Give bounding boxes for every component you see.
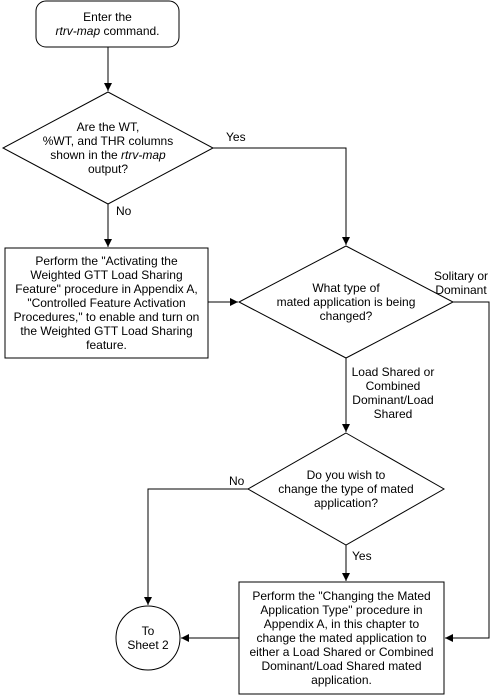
d3-line-3: application? — [313, 496, 379, 510]
p2-line-1: Perform the "Changing the Mated — [252, 589, 431, 603]
process-change-mated-application — [238, 581, 445, 695]
p2-line-7: application. — [311, 673, 372, 687]
d3-line-1: Do you wish to — [306, 468, 386, 482]
d1-pre: shown in the — [50, 148, 122, 162]
p1-line-4: "Controlled Feature Activation — [27, 296, 186, 310]
connector-label: To Sheet 2 — [116, 624, 180, 652]
offpage-connector-sheet-2 — [115, 605, 181, 671]
edge-label-d2-solitary: Solitary or Dominant — [434, 269, 488, 297]
d2-label: What type of mated application is being … — [266, 281, 426, 323]
p1-line-1: Perform the "Activating the — [35, 254, 178, 268]
d2-line-3: changed? — [319, 309, 373, 323]
edge-d1-yes — [213, 147, 350, 245]
p1-line-2: Weighted GTT Load Sharing — [30, 268, 183, 282]
connector-line-1: To — [141, 624, 155, 638]
d1-line-2: %WT, and THR columns — [42, 134, 174, 148]
d3-label: Do you wish to change the type of mated … — [271, 468, 421, 510]
p2-line-3: Appendix A, in this chapter to — [263, 617, 420, 631]
edge-label-d3-yes: Yes — [352, 549, 372, 563]
edge-label-d2-load-shared-4: Shared — [373, 407, 413, 421]
d1-command: rtrv-map — [121, 148, 166, 162]
start-line-2: rtrv-map command. — [36, 24, 179, 38]
edge-d2-solitary — [445, 301, 490, 642]
start-command: rtrv-map — [55, 24, 101, 38]
d1-line-1: Are the WT, — [76, 120, 140, 134]
p2-line-4: change the mated application to — [256, 631, 427, 645]
edge-label-d2-solitary-2: Dominant — [435, 283, 487, 297]
p2-line-5: either a Load Shared or Combined — [249, 645, 434, 659]
edge-label-d3-no: No — [229, 474, 245, 488]
edge-label-d1-yes: Yes — [226, 130, 246, 144]
edge-label-d2-solitary-1: Solitary or — [434, 269, 489, 283]
p1-line-7: feature. — [86, 338, 127, 352]
p2-line-2: Application Type" procedure in — [260, 603, 423, 617]
d1-label: Are the WT, %WT, and THR columns shown i… — [28, 120, 188, 176]
start-tail: command. — [100, 24, 160, 38]
p2-line-6: Dominant/Load Shared mated — [261, 659, 422, 673]
p1-line-5: Procedures," to enable and turn on — [13, 310, 200, 324]
connector-line-2: Sheet 2 — [127, 638, 169, 652]
start-line-1: Enter the — [83, 10, 132, 24]
p1-line-3: Feature" procedure in Appendix A, — [15, 282, 198, 296]
d1-line-4: output? — [87, 162, 129, 176]
edge-label-d2-load-shared-1: Load Shared or — [351, 365, 435, 379]
d2-line-1: What type of — [312, 281, 380, 295]
process-activate-weighted-gtt — [4, 247, 209, 359]
d3-line-2: change the type of mated — [278, 482, 414, 496]
edge-label-d2-load-shared-3: Dominant/Load — [352, 393, 434, 407]
p2-label: Perform the "Changing the Mated Applicat… — [239, 589, 444, 687]
d1-line-3: shown in the rtrv-map — [28, 148, 188, 162]
d2-line-2: mated application is being — [276, 295, 416, 309]
edge-label-d1-no: No — [116, 204, 132, 218]
start-label: Enter the rtrv-map command. — [36, 10, 179, 38]
p1-line-6: the Weighted GTT Load Sharing — [20, 324, 193, 338]
edge-d3-no — [144, 488, 248, 605]
edge-label-d2-load-shared-2: Combined — [365, 379, 421, 393]
p1-label: Perform the "Activating the Weighted GTT… — [5, 254, 208, 352]
edge-label-d2-load-shared: Load Shared or Combined Dominant/Load Sh… — [347, 365, 439, 421]
